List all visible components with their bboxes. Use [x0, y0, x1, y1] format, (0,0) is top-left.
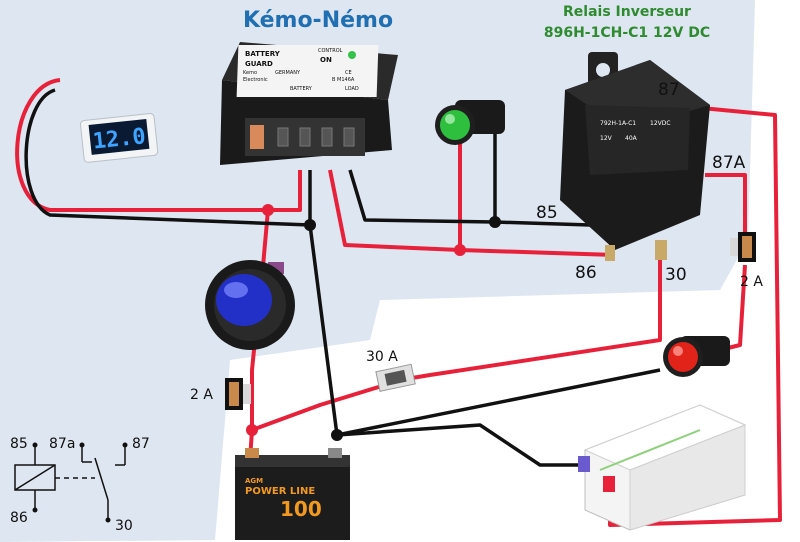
wire-battery-negative-to-inverter — [336, 423, 585, 467]
relay: 792H-1A-C1 12V 40A 12VDC — [560, 52, 710, 261]
fuse-right — [730, 232, 756, 262]
junctions — [246, 204, 501, 441]
junction-dot — [331, 429, 343, 441]
guard-label-on: ON — [320, 56, 332, 64]
battery: AGM POWER LINE 100 — [235, 448, 350, 540]
guard-term-battery: BATTERY — [290, 86, 313, 92]
junction-dot — [262, 204, 274, 216]
wire-guard-to-relay-85 — [348, 169, 591, 227]
battery-label-capacity: 100 — [280, 497, 322, 521]
relay-title-line1: Relais Inverseur — [563, 4, 691, 20]
fuse-middle-label: 30 A — [366, 349, 398, 365]
relay-case-line1: 792H-1A-C1 — [600, 120, 636, 127]
wire-battery-positive-to-guard — [268, 170, 302, 212]
voltmeter-reading: 12.0 — [92, 124, 147, 154]
guard-led — [348, 51, 356, 59]
guard-label-electronic: Electronic — [243, 77, 268, 83]
guard-label-ce: CE — [345, 70, 352, 76]
guard-label-control: CONTROL — [318, 48, 343, 54]
relay-pin-85: 85 — [536, 203, 558, 223]
blue-rocker-switch — [205, 260, 295, 350]
wire-fuse-30a-to-battery — [251, 383, 386, 432]
relay-case-line3: 40A — [625, 135, 638, 142]
schematic-label-87: 87 — [132, 436, 150, 452]
relay-schematic — [14, 445, 126, 520]
schematic-label-85: 85 — [10, 436, 28, 452]
relay-pin-30: 30 — [665, 265, 687, 285]
fuse-left-label: 2 A — [190, 387, 213, 403]
junction-dot — [304, 219, 316, 231]
junction-dot — [454, 244, 466, 256]
wire-battery-negative-to-red-lamp — [336, 368, 661, 437]
fuse-left — [225, 378, 251, 410]
fuse-right-label: 2 A — [740, 274, 763, 290]
relay-title-line2: 896H-1CH-C1 12V DC — [544, 25, 710, 41]
module-title: Kémo-Némo — [243, 8, 393, 33]
relay-case-line4: 12VDC — [650, 120, 671, 127]
guard-label-brand: Kemo — [243, 70, 257, 76]
battery-label-agm: AGM — [245, 477, 263, 485]
schematic-label-87a: 87a — [49, 436, 75, 452]
relay-pin-86: 86 — [575, 263, 597, 283]
wire-relay-87a-to-red-lamp — [705, 173, 747, 240]
red-indicator-lamp — [663, 336, 730, 377]
schematic-label-86: 86 — [10, 510, 28, 526]
guard-label-model: B M146A — [332, 77, 355, 83]
schematic-dots — [32, 442, 128, 523]
guard-term-load: LOAD — [345, 86, 359, 92]
wire-relay-30-to-fuse — [399, 260, 662, 382]
inverter — [578, 404, 747, 531]
wire-load-to-relay-86 — [328, 169, 616, 257]
wire-voltmeter-positive — [15, 78, 268, 212]
wire-switch-to-battery — [248, 339, 257, 461]
relay-case-line2: 12V — [600, 135, 613, 142]
relay-pin-87a: 87A — [712, 153, 746, 173]
voltmeter: 12.0 — [80, 113, 159, 163]
guard-label-guard: GUARD — [245, 60, 273, 68]
battery-label-model: POWER LINE — [245, 486, 315, 497]
guard-label-battery: BATTERY — [245, 50, 281, 58]
relay-pin-87: 87 — [658, 80, 680, 100]
green-indicator-lamp — [435, 100, 505, 145]
fuse-middle — [375, 363, 416, 392]
junction-dot — [246, 424, 258, 436]
guard-label-germany: GERMANY — [275, 70, 301, 76]
junction-dot — [489, 216, 501, 228]
schematic-label-30: 30 — [115, 518, 133, 534]
battery-guard-module: BATTERY GUARD CONTROL ON CE Kemo GERMANY… — [220, 42, 398, 165]
wire-voltmeter-negative — [24, 88, 311, 227]
